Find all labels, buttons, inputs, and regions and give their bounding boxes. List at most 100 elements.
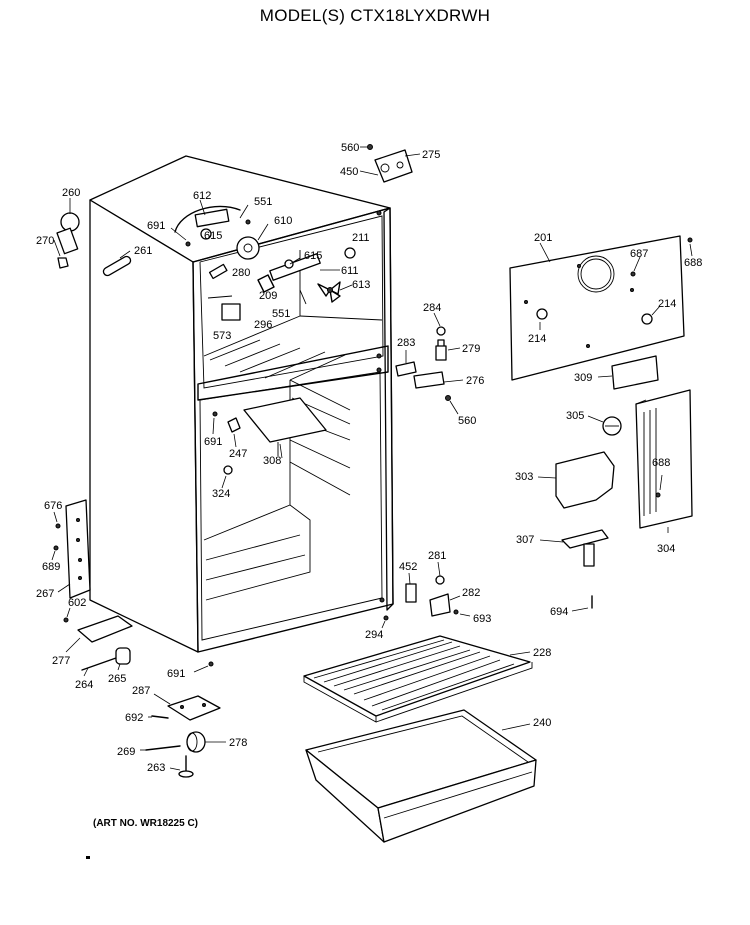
part-label-screw-691c: 691 [167, 668, 185, 680]
evaporator-fan-assembly [174, 205, 356, 321]
crisper-drawer-240 [305, 709, 537, 843]
washer-284 [436, 326, 446, 336]
part-label-fastener-560-top: 560 [341, 142, 359, 154]
callout-labels: 560 275 450 260 270 261 612 551 691 615 610 615 211 6… [36, 142, 702, 774]
screw-692 [151, 715, 169, 719]
plug-261 [102, 255, 132, 277]
part-label-screw-551a: 551 [254, 196, 272, 208]
axle-264 [81, 657, 117, 671]
part-label-screw-694: 694 [550, 606, 568, 618]
glass-shelf-308 [243, 397, 327, 456]
control-knob-305 [602, 416, 622, 436]
part-label-washer-281: 281 [428, 550, 446, 562]
label-309 [611, 355, 659, 390]
part-label-clip-280: 280 [232, 267, 250, 279]
part-label-motor-610: 610 [274, 215, 292, 227]
part-label-screw-688b: 688 [652, 457, 670, 469]
part-label-screw-676: 676 [44, 500, 62, 512]
part-label-axle-264: 264 [75, 679, 93, 691]
part-label-part-296: 296 [254, 319, 272, 331]
washer-281 [435, 575, 445, 585]
wire-shelf-228 [303, 635, 533, 723]
part-label-screw-602: 602 [68, 597, 86, 609]
wheel-278 [186, 731, 206, 753]
bracket-276 [413, 371, 445, 389]
part-label-strip-267: 267 [36, 588, 54, 600]
part-label-knob-214b: 214 [658, 298, 676, 310]
part-label-bracket-283: 283 [397, 337, 415, 349]
part-label-screw-689: 689 [42, 561, 60, 573]
part-label-screw-691a: 691 [147, 220, 165, 232]
socket-279 [435, 339, 447, 361]
model-title: MODEL(S) CTX18LYXDRWH [259, 6, 491, 25]
part-label-screw-691b: 691 [204, 436, 222, 448]
top-hinge-275 [374, 149, 421, 183]
part-label-washer-284: 284 [423, 302, 441, 314]
art-number: (ART NO. WR18225 C) [93, 818, 199, 829]
part-label-tube-612: 612 [193, 190, 211, 202]
side-strip-267 [65, 499, 91, 599]
part-label-bracket-452: 452 [399, 561, 417, 573]
part-label-bracket-611: 611 [341, 265, 359, 277]
part-label-wheel-278: 278 [229, 737, 247, 749]
part-label-hinge-275: 275 [422, 149, 440, 161]
valve-260 [56, 212, 80, 255]
corner-mark [86, 856, 90, 859]
bottom-plate-287 [167, 695, 221, 721]
pin-269 [145, 745, 181, 751]
part-label-label-309: 309 [574, 372, 592, 384]
part-label-screw-688a: 688 [684, 257, 702, 269]
part-label-plug-261: 261 [134, 245, 152, 257]
part-label-bracket-277: 277 [52, 655, 70, 667]
leveler-263 [178, 755, 194, 778]
screw-560b [445, 395, 451, 401]
bumper-324 [223, 465, 233, 475]
part-label-valve-260: 260 [62, 187, 80, 199]
control-cover-304 [635, 389, 693, 529]
cap-270 [57, 257, 69, 269]
part-label-clip-615b: 615 [304, 250, 322, 262]
bracket-282 [429, 593, 451, 617]
part-label-screw-551b: 551 [272, 308, 290, 320]
bracket-452 [405, 583, 417, 603]
refrigerator-cabinet [89, 155, 394, 653]
part-label-fan-613: 613 [352, 279, 370, 291]
back-panel-201 [509, 235, 685, 381]
part-label-hinge-450: 450 [340, 166, 358, 178]
part-label-light-211: 211 [352, 232, 370, 244]
part-label-panel-201: 201 [534, 232, 552, 244]
part-label-bumper-324: 324 [212, 488, 230, 500]
part-label-screw-692: 692 [125, 712, 143, 724]
part-label-socket-279: 279 [462, 343, 480, 355]
part-label-plate-287: 287 [132, 685, 150, 697]
part-label-roller-265: 265 [108, 673, 126, 685]
part-label-screw-687: 687 [630, 248, 648, 260]
clip-307 [561, 529, 609, 567]
part-label-clip-307: 307 [516, 534, 534, 546]
part-label-part-209: 209 [259, 290, 277, 302]
part-label-bracket-276: 276 [466, 375, 484, 387]
part-label-bracket-282: 282 [462, 587, 480, 599]
bracket-277 [77, 615, 133, 643]
part-label-screw-560b: 560 [458, 415, 476, 427]
part-label-knob-214a: 214 [528, 333, 546, 345]
bracket-283 [395, 361, 417, 377]
part-label-screw-294: 294 [365, 629, 383, 641]
part-247 [227, 417, 241, 433]
part-label-clip-615a: 615 [204, 230, 222, 242]
roller-265 [115, 647, 131, 665]
part-label-part-247: 247 [229, 448, 247, 460]
part-label-knob-305: 305 [566, 410, 584, 422]
part-label-cap-270: 270 [36, 235, 54, 247]
part-label-part-573: 573 [213, 330, 231, 342]
part-label-housing-303: 303 [515, 471, 533, 483]
part-label-leveler-263: 263 [147, 762, 165, 774]
screw-560-top [367, 144, 373, 150]
housing-303 [555, 451, 615, 509]
part-label-drawer-240: 240 [533, 717, 551, 729]
part-label-pin-269: 269 [117, 746, 135, 758]
part-label-shelf-228: 228 [533, 647, 551, 659]
part-label-screw-693: 693 [473, 613, 491, 625]
